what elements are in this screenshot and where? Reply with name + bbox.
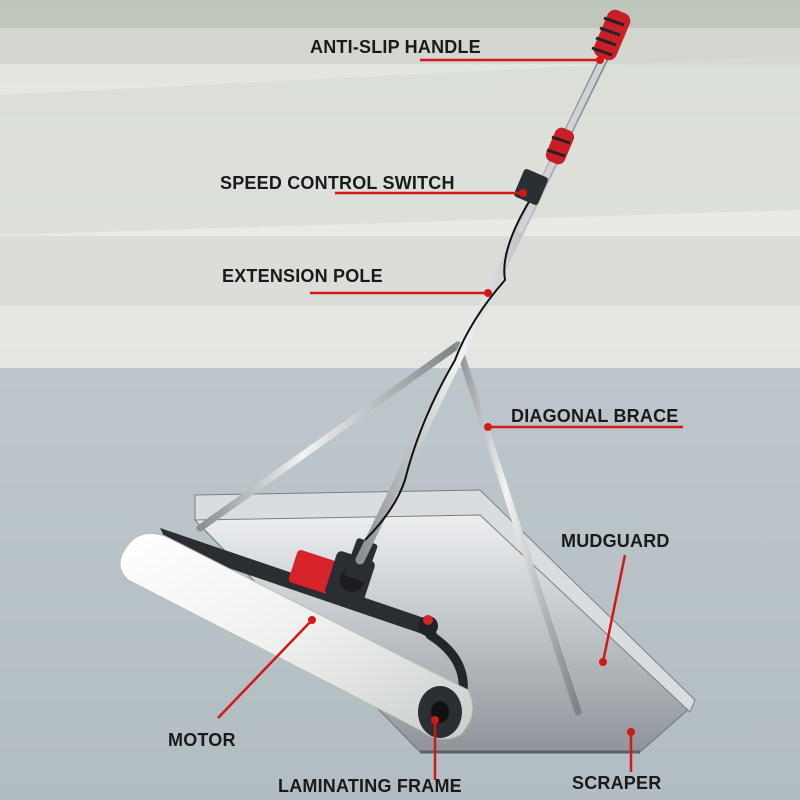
background-slab [0,55,800,235]
frame-knob [418,616,438,636]
background-wall [0,28,800,64]
anti-slip-grip [591,9,631,61]
mid-grip [545,127,575,165]
left-brace [196,341,462,532]
label-mudguard: MUDGUARD [561,531,670,551]
mudguard-plate [194,489,696,713]
background-trees [0,0,800,28]
power-cable [364,199,531,541]
label-extension-pole: EXTENSION POLE [222,266,383,286]
label-diagonal-brace: DIAGONAL BRACE [511,406,679,426]
diagonal-brace [454,341,582,716]
frame-knob-red [423,615,433,625]
callout-motor [217,619,313,719]
callout-lines [217,58,683,780]
callout-mudguard [601,554,627,663]
label-laminating-frame: LAMINATING FRAME [278,776,462,796]
background-gravel [0,236,800,306]
motor-unit [288,538,378,605]
label-speed-control-switch: SPEED CONTROL SWITCH [220,173,455,193]
label-scraper: SCRAPER [572,773,662,793]
label-motor: MOTOR [168,730,236,750]
callout-dots [308,56,635,736]
label-anti-slip-handle: ANTI-SLIP HANDLE [310,37,481,57]
